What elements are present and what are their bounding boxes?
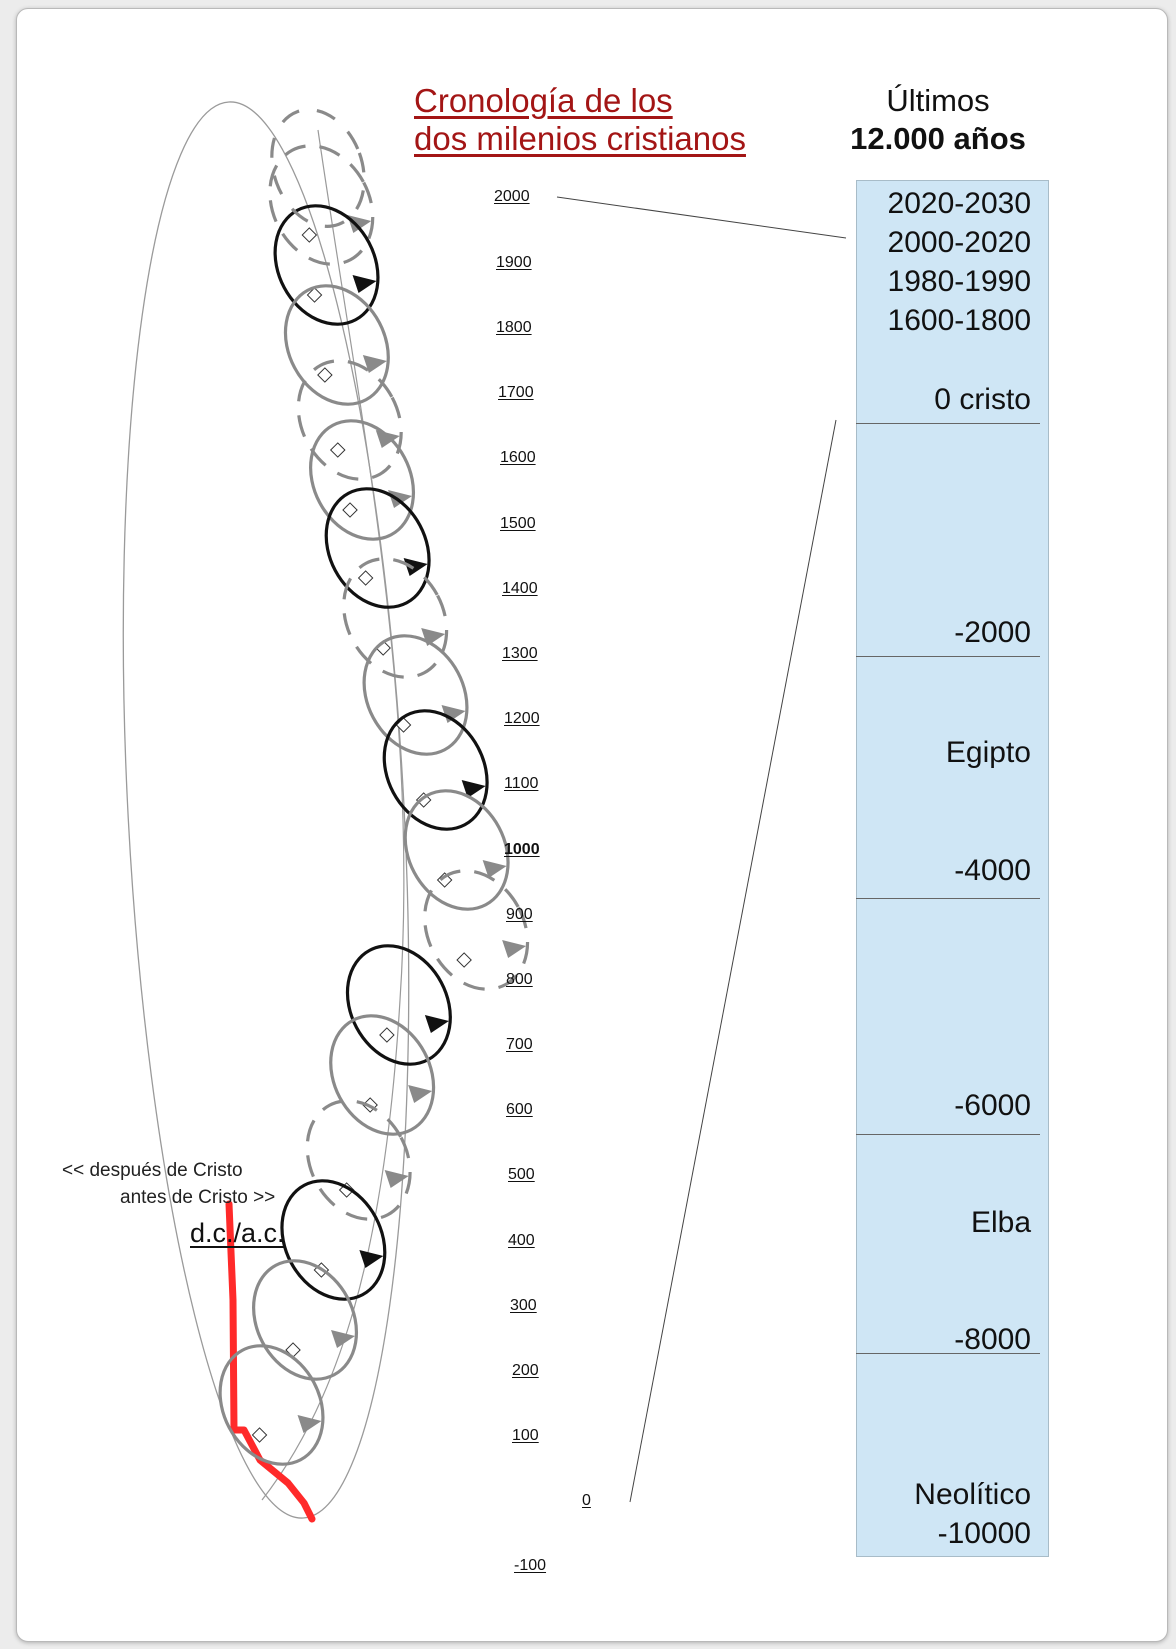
red-path [225,1200,316,1523]
panel-label: -8000 [954,1323,1031,1356]
loop-arrowhead [461,780,486,798]
year-tick: 700 [506,1036,533,1053]
spiral-loop [273,204,380,326]
spiral-loop [252,1259,359,1381]
legend-after-christ: << después de Cristo [62,1160,243,1181]
era-divider [856,423,1040,424]
loop-arrowhead [352,275,377,293]
year-tick: 300 [510,1297,537,1314]
loop-arrowhead [424,1015,449,1033]
panel-label: Elba [970,1206,1031,1239]
loop-marker [317,367,333,383]
year-tick: 1900 [496,254,532,271]
loop-arrowhead [502,940,527,958]
year-tick: 1500 [500,515,536,532]
year-tick: 400 [508,1232,535,1249]
panel-heading-line-2: 12.000 años [850,121,1026,156]
loop-arrowhead [375,430,400,448]
loop-arrowhead [482,860,507,878]
year-tick: 1800 [496,319,532,336]
panel-label: -4000 [954,854,1031,887]
era-divider [856,898,1040,899]
legend-dc-ac: d.c./a.c. [190,1218,285,1248]
spiral-loop [283,284,390,406]
year-tick: 500 [508,1166,535,1183]
panel-label: -6000 [954,1089,1031,1122]
outer-ellipse [122,101,410,1519]
spiral-loop [342,557,449,679]
panel-label: 1980-1990 [887,265,1031,298]
year-tick: 200 [512,1362,539,1379]
loop-marker [456,952,472,968]
leader-line-top [556,196,847,239]
year-tick: 600 [506,1101,533,1118]
loop-arrowhead [408,1085,433,1103]
year-tick: 1000 [504,841,540,858]
timeline-panel [856,180,1049,1557]
era-divider [856,1134,1040,1135]
year-tick: 800 [506,971,533,988]
spiral-loop [324,487,431,609]
loop-arrowhead [297,1415,322,1433]
spiral-loop [423,869,530,991]
central-axis-curve [261,129,405,1501]
legend-before-christ: antes de Cristo >> [120,1187,276,1208]
spiral-loop [329,1014,436,1136]
loop-marker [379,1027,395,1043]
loop-marker [357,570,374,586]
loop-marker [342,502,358,518]
year-tick: -100 [514,1557,547,1574]
panel-label: Egipto [945,736,1031,769]
spiral-loop [296,359,403,481]
panel-label: -10000 [937,1517,1031,1550]
panel-heading: Últimos 12.000 años [826,82,1050,158]
loop-marker [306,287,323,303]
loop-arrowhead [403,558,428,576]
title-line-2: dos milenios cristianos [414,120,746,157]
panel-label: 0 cristo [934,383,1031,416]
year-tick: 0 [582,1492,591,1509]
spiral-loop [362,634,469,756]
year-tick: 1200 [504,710,540,727]
page-title: Cronología de los dos milenios cristiano… [414,82,746,158]
spiral-loop [270,108,366,228]
spiral-loop [403,789,510,911]
panel-heading-line-1: Últimos [886,83,990,118]
year-tick: 100 [512,1427,539,1444]
year-tick: 1700 [498,384,534,401]
panel-label: -2000 [954,616,1031,649]
loop-arrowhead [347,215,372,233]
loop-arrowhead [359,1250,384,1268]
year-tick: 900 [506,906,533,923]
spiral-loop [345,944,452,1066]
loop-arrowhead [384,1170,409,1188]
loop-marker [436,872,453,888]
leader-line-bottom [629,419,837,1503]
year-tick: 1400 [502,580,538,597]
year-tick: 2000 [494,188,530,205]
year-tick: 1100 [504,775,539,792]
panel-label: 1600-1800 [887,304,1031,337]
loop-marker [301,227,318,243]
spiral-loop [218,1344,325,1466]
title-line-1: Cronología de los [414,82,673,119]
spiral-loop [280,1179,387,1301]
loop-marker [329,442,346,458]
era-divider [856,1353,1040,1354]
loop-arrowhead [362,355,387,373]
year-tick: 1300 [502,645,538,662]
panel-label: 2020-2030 [887,187,1031,220]
spiral-loop [305,1099,412,1221]
loop-marker [251,1427,268,1443]
panel-label: Neolítico [914,1478,1031,1511]
loop-arrowhead [441,705,466,723]
spiral-loop [309,419,416,541]
era-divider [856,656,1040,657]
panel-label: 2000-2020 [887,226,1031,259]
year-tick: 1600 [500,449,536,466]
spiral-loop [382,709,489,831]
loop-arrowhead [388,490,413,508]
loop-arrowhead [331,1330,356,1348]
